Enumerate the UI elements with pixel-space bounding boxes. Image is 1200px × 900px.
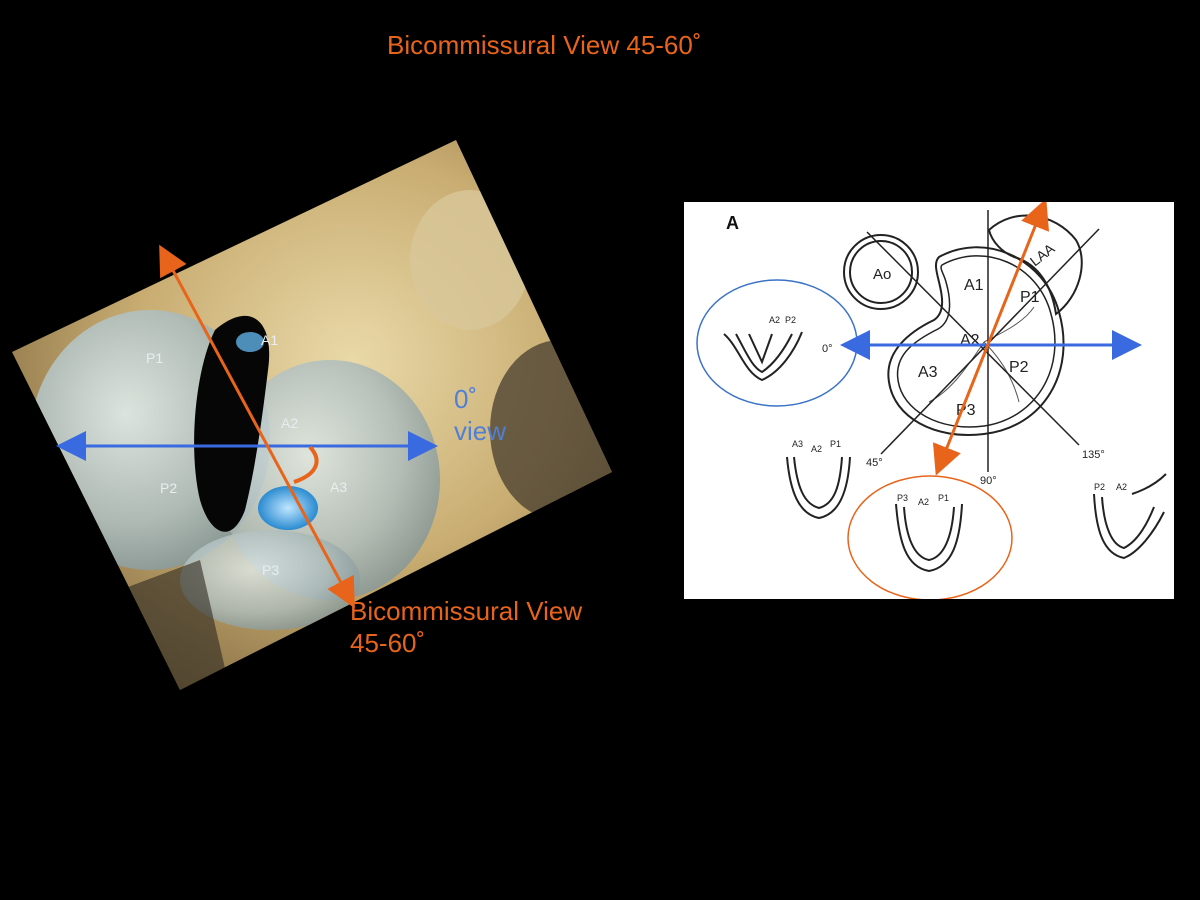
bicommissural-label-line1: Bicommissural View (350, 596, 583, 626)
segment-label-a1: A1 (261, 332, 279, 348)
view-0-highlight (696, 279, 858, 407)
view-135-sketch (1093, 473, 1167, 560)
view-45-label-a3: A3 (792, 439, 803, 449)
segment-label-a2: A2 (281, 415, 299, 431)
angle-45-label: 45° (866, 457, 883, 469)
view-90-label-a2: A2 (918, 497, 929, 507)
bicommissural-label-line2: 45-60˚ (350, 628, 426, 658)
zero-view-word: view (454, 416, 507, 446)
view-0-label-p2: P2 (785, 315, 796, 325)
bicommissural-arrow (159, 244, 355, 609)
view-90-label-p3: P3 (897, 493, 908, 503)
view-135-label-a2: A2 (1116, 482, 1127, 492)
angle-arc (293, 445, 319, 484)
view-135-label-p2: P2 (1094, 482, 1105, 492)
label-p1: P1 (1020, 289, 1040, 306)
view-45-sketch (786, 456, 851, 520)
angle-0-label: 0° (822, 343, 833, 355)
view-45-label-a2: A2 (811, 444, 822, 454)
slide-title: Bicommissural View 45-60˚ (387, 30, 702, 60)
view-0-sketch (723, 331, 803, 382)
segment-label-p1: P1 (146, 350, 164, 366)
label-a3: A3 (918, 364, 938, 381)
label-p2: P2 (1009, 359, 1029, 376)
schematic-diagram: A Ao LAA A1 P1 A2 A3 P2 P3 0° 45° 90° 13… (684, 202, 1174, 599)
label-ao: Ao (873, 266, 891, 283)
panel-letter: A (726, 213, 739, 233)
angle-90-label: 90° (980, 475, 997, 487)
segment-label-p2: P2 (160, 480, 178, 496)
view-90-highlight (847, 475, 1013, 599)
zero-view-label: 0˚ view (454, 383, 506, 447)
zero-view-degree: 0˚ (454, 384, 478, 414)
angle-135-label: 135° (1082, 449, 1105, 461)
view-45-label-p1: P1 (830, 439, 841, 449)
segment-label-a3: A3 (330, 479, 348, 495)
view-0-label-a2: A2 (769, 315, 780, 325)
aorta-circle (843, 234, 919, 310)
segment-label-p3: P3 (262, 562, 280, 578)
bicommissural-label: Bicommissural View 45-60˚ (350, 595, 582, 659)
schematic-bicommissural-arrow (932, 202, 1050, 476)
view-90-sketch (895, 503, 963, 573)
label-a1: A1 (964, 277, 984, 294)
view-90-label-p1: P1 (938, 493, 949, 503)
